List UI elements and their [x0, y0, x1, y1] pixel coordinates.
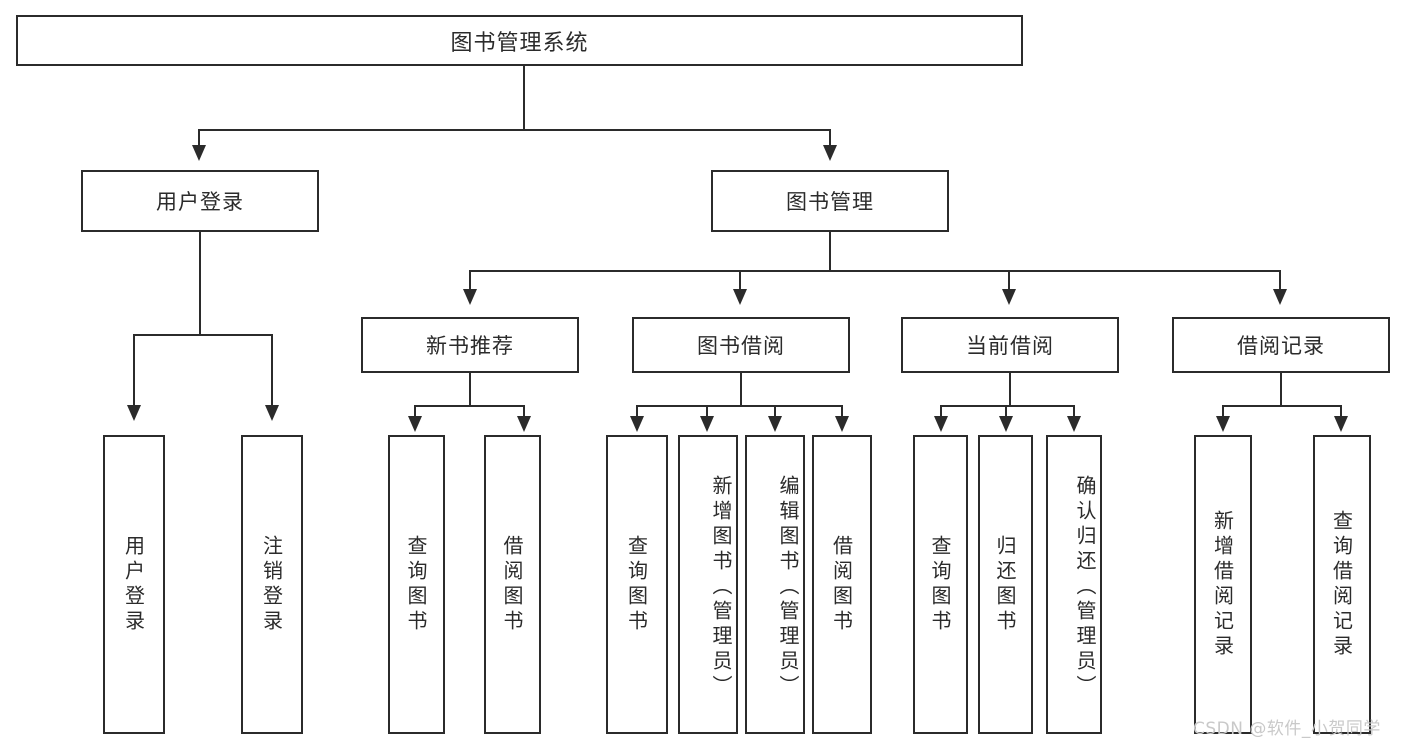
connector-user-login-leg-1: [133, 334, 135, 406]
arrowhead-new-book-leaf-2: [517, 416, 531, 432]
connector-book-borrow-bar: [636, 405, 842, 407]
leaf-new-book-borrow-books[interactable]: 借阅图书: [484, 435, 541, 734]
connector-user-login-stem: [199, 232, 201, 335]
connector-borrow-record-leg-2: [1340, 405, 1342, 417]
arrowhead-borrow-record-leaf-2: [1334, 416, 1348, 432]
arrowhead-book-borrow-leaf-2: [700, 416, 714, 432]
node-root-system[interactable]: 图书管理系统: [16, 15, 1023, 66]
node-new-book-recommend[interactable]: 新书推荐: [361, 317, 579, 373]
leaf-new-book-query-books[interactable]: 查询图书: [388, 435, 445, 734]
arrowhead-to-current-borrow: [1002, 289, 1016, 305]
node-borrow-record[interactable]: 借阅记录: [1172, 317, 1390, 373]
csdn-watermark: CSDN @软件_小贺同学: [1193, 719, 1381, 739]
node-user-login[interactable]: 用户登录: [81, 170, 319, 232]
leaf-current-borrow-return-books[interactable]: 归还图书: [978, 435, 1033, 734]
arrowhead-book-borrow-leaf-1: [630, 416, 644, 432]
connector-root-stem: [523, 66, 525, 130]
connector-borrow-record-bar: [1222, 405, 1341, 407]
arrowhead-current-borrow-leaf-1: [934, 416, 948, 432]
leaf-current-borrow-query-books[interactable]: 查询图书: [913, 435, 968, 734]
connector-user-login-leg-2: [271, 334, 273, 406]
connector-book-borrow-leg-3: [774, 405, 776, 417]
leaf-borrow-record-add-record[interactable]: 新增借阅记录: [1194, 435, 1252, 734]
connector-current-borrow-leg-2: [1005, 405, 1007, 417]
arrowhead-to-book-manage: [823, 145, 837, 161]
connector-current-borrow-stem: [1009, 373, 1011, 406]
connector-book-manage-leg-2: [739, 270, 741, 290]
connector-book-manage-stem: [829, 232, 831, 271]
connector-current-borrow-leg-1: [940, 405, 942, 417]
leaf-book-borrow-borrow-books[interactable]: 借阅图书: [812, 435, 872, 734]
arrowhead-user-login-leaf-2: [265, 405, 279, 421]
leaf-user-login-login[interactable]: 用户登录: [103, 435, 165, 734]
arrowhead-book-borrow-leaf-3: [768, 416, 782, 432]
arrowhead-borrow-record-leaf-1: [1216, 416, 1230, 432]
arrowhead-user-login-leaf-1: [127, 405, 141, 421]
connector-root-leg-left: [198, 129, 200, 146]
connector-current-borrow-bar: [940, 405, 1074, 407]
arrowhead-to-borrow-record: [1273, 289, 1287, 305]
leaf-borrow-record-query-record[interactable]: 查询借阅记录: [1313, 435, 1371, 734]
leaf-current-borrow-confirm-return-admin[interactable]: 确认归还（管理员）: [1046, 435, 1102, 734]
connector-current-borrow-leg-3: [1073, 405, 1075, 417]
leaf-user-login-logout[interactable]: 注销登录: [241, 435, 303, 734]
leaf-book-borrow-query-books[interactable]: 查询图书: [606, 435, 668, 734]
connector-book-borrow-leg-1: [636, 405, 638, 417]
arrowhead-new-book-leaf-1: [408, 416, 422, 432]
connector-root-leg-right: [829, 129, 831, 146]
connector-root-bar: [198, 129, 830, 131]
arrowhead-current-borrow-leaf-3: [1067, 416, 1081, 432]
connector-book-borrow-stem: [740, 373, 742, 406]
arrowhead-current-borrow-leaf-2: [999, 416, 1013, 432]
node-book-management[interactable]: 图书管理: [711, 170, 949, 232]
arrowhead-book-borrow-leaf-4: [835, 416, 849, 432]
connector-new-book-stem: [469, 373, 471, 406]
arrowhead-to-new-book: [463, 289, 477, 305]
connector-book-manage-leg-1: [469, 270, 471, 290]
leaf-book-borrow-edit-book-admin[interactable]: 编辑图书（管理员）: [745, 435, 805, 734]
connector-book-manage-leg-4: [1279, 270, 1281, 290]
arrowhead-to-book-borrow: [733, 289, 747, 305]
arrowhead-to-user-login: [192, 145, 206, 161]
connector-borrow-record-leg-1: [1222, 405, 1224, 417]
connector-book-borrow-leg-4: [841, 405, 843, 417]
leaf-book-borrow-add-book-admin[interactable]: 新增图书（管理员）: [678, 435, 738, 734]
node-book-borrow[interactable]: 图书借阅: [632, 317, 850, 373]
connector-book-borrow-leg-2: [706, 405, 708, 417]
connector-book-manage-bar: [469, 270, 1280, 272]
node-current-borrow[interactable]: 当前借阅: [901, 317, 1119, 373]
connector-new-book-leg-2: [523, 405, 525, 417]
connector-borrow-record-stem: [1280, 373, 1282, 406]
connector-new-book-leg-1: [414, 405, 416, 417]
connector-new-book-bar: [414, 405, 525, 407]
connector-user-login-bar: [133, 334, 273, 336]
connector-book-manage-leg-3: [1008, 270, 1010, 290]
